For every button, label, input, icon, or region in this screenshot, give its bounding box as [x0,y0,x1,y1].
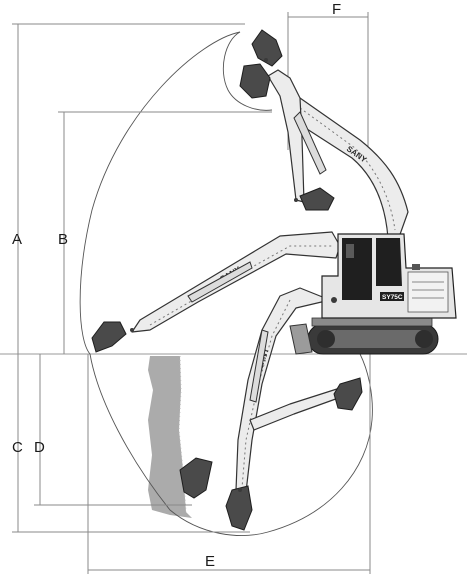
boom-digging: SANY [179,287,363,531]
reach-envelope [79,31,373,536]
boom-ground-reach: SANY [91,231,341,353]
dim-d-label: D [34,439,45,456]
upper-structure: SY75C [321,233,457,319]
undercarriage [289,317,439,355]
upper-envelope [222,31,273,111]
dim-b-label: B [58,231,68,248]
model-badge-bg [380,292,404,301]
dim-f-label: F [332,1,341,18]
dim-c-label: C [12,439,23,456]
model-badge: SY75C [382,294,403,301]
trench-profile [148,356,192,518]
dim-e-label: E [205,553,215,570]
boom-raised: SANY [239,29,409,241]
dim-a-label: A [12,231,22,248]
